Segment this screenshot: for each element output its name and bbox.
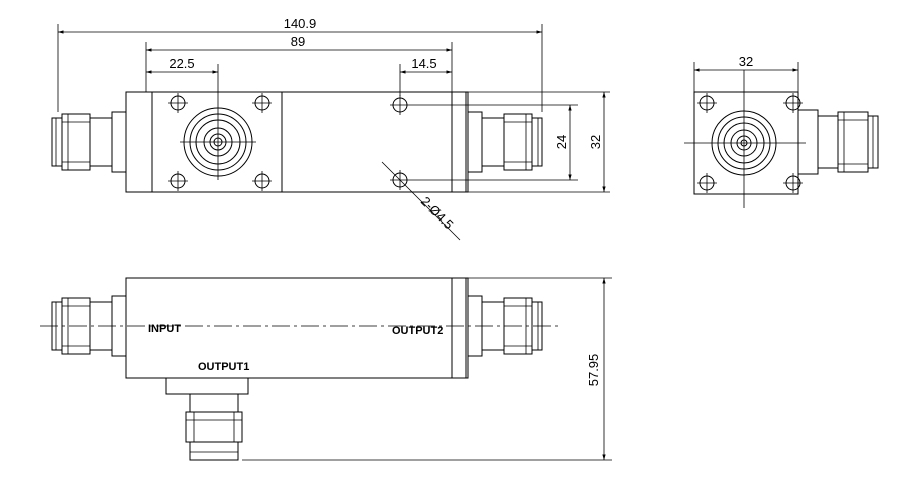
dim-overall-length: 140.9 [57, 16, 543, 112]
overall-length-label: 140.9 [284, 16, 317, 31]
top-right-connector [467, 111, 543, 173]
dim-end-width: 32 [693, 54, 799, 92]
body-height-label: 32 [588, 135, 603, 149]
top-body-holes [390, 95, 410, 190]
end-width-label: 32 [739, 54, 753, 69]
dim-right-offset: 14.5 [399, 56, 452, 96]
total-height-label: 57.95 [586, 354, 601, 387]
hole-spacing-label: 24 [554, 135, 569, 149]
top-left-connector [51, 111, 127, 173]
end-view: 32 [684, 54, 879, 208]
end-connector-face [684, 70, 806, 208]
end-holes [697, 93, 803, 193]
end-connector [817, 111, 879, 173]
top-flange-holes [168, 93, 272, 191]
dim-flange-spacing: 89 [145, 34, 453, 92]
flange-spacing-label: 89 [291, 34, 305, 49]
dim-body-height: 32 [468, 91, 610, 193]
top-body [125, 91, 467, 193]
top-left-flange [151, 91, 283, 193]
front-body [125, 277, 467, 379]
front-view: INPUT OUTPUT2 OUTPUT1 57.95 [40, 277, 612, 461]
dim-total-height: 57.95 [242, 277, 612, 461]
front-bottom-connector [165, 377, 249, 461]
port-input-label: INPUT [148, 323, 181, 335]
hole-callout-label: 2-Ø4.5 [418, 194, 457, 233]
right-offset-label: 14.5 [411, 56, 436, 71]
end-collar [797, 109, 819, 175]
top-connector-face [180, 104, 256, 180]
left-offset-label: 22.5 [169, 56, 194, 71]
dim-hole-spacing: 24 [410, 104, 578, 181]
dim-left-offset: 22.5 [146, 56, 219, 104]
port-output2-label: OUTPUT2 [392, 325, 443, 337]
port-output1-label: OUTPUT1 [198, 361, 249, 373]
top-view: 140.9 89 22.5 14.5 24 [51, 16, 610, 241]
